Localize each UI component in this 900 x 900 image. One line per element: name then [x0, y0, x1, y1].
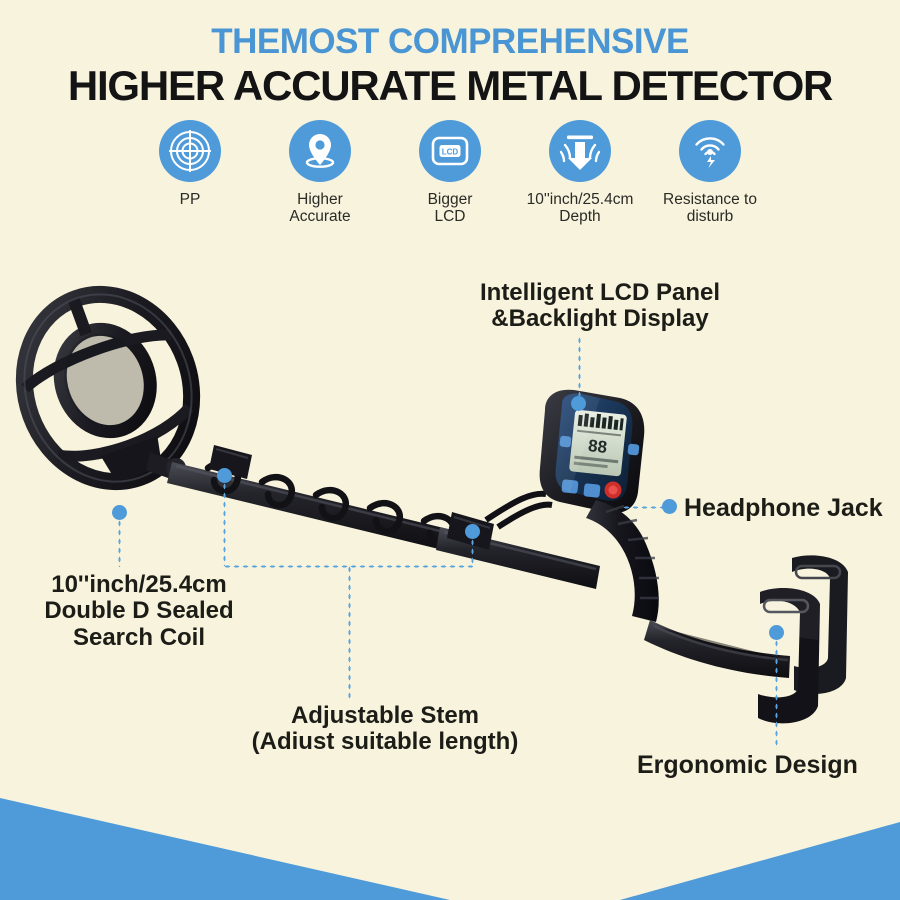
coil-cable [204, 459, 457, 548]
feature-label: Bigger LCD [427, 191, 473, 226]
feature-icon-badge: LCD [419, 120, 481, 182]
callout-search-coil: 10''inch/25.4cm Double D Sealed Search C… [44, 571, 234, 651]
search-coil [15, 285, 201, 491]
lower-stem [167, 462, 452, 551]
leader-line-stem-left [223, 482, 226, 566]
location-pin-icon [305, 134, 335, 168]
handle-grip [586, 500, 659, 622]
depth-arrow-icon [559, 135, 601, 170]
feature-icon-row: PP Higher Accurate LCD Bigger LCD [0, 120, 900, 226]
callout-headphone-jack: Headphone Jack [684, 494, 883, 522]
feature-label: Resistance to disturb [663, 191, 757, 226]
leader-dot-jack [662, 499, 677, 514]
callout-adjustable-stem: Adjustable Stem (Adiust suitable length) [251, 702, 519, 756]
feature-icon-badge [159, 120, 221, 182]
headline-subtitle: THEMOST COMPREHENSIVE [211, 22, 689, 61]
control-box: 88 [539, 389, 645, 514]
feature-icon-badge [679, 120, 741, 182]
feature-label: PP [179, 191, 201, 208]
lcd-screen-icon: LCD [431, 136, 469, 166]
leader-line-coil [118, 519, 121, 567]
leader-line-lcd [578, 336, 581, 396]
page-title: HIGHER ACCURATE METAL DETECTOR [67, 62, 834, 109]
feature-item-bigger-lcd: LCD Bigger LCD [385, 120, 515, 226]
arm-rod [644, 620, 790, 678]
callout-lcd-panel: Intelligent LCD Panel &Backlight Display [479, 279, 721, 333]
feature-label: 10''inch/25.4cm Depth [526, 191, 634, 226]
control-buttons[interactable] [559, 435, 640, 499]
leader-dot-ergo [769, 625, 784, 640]
feature-icon-badge [289, 120, 351, 182]
leader-dot-stem-right [465, 524, 480, 539]
feature-item-resistance: Resistance to disturb [645, 120, 775, 226]
feature-icon-badge [549, 120, 611, 182]
leader-line-ergo [775, 639, 778, 749]
feature-item-pp: PP [125, 120, 255, 208]
leader-dot-lcd [571, 396, 586, 411]
feature-item-depth: 10''inch/25.4cm Depth [515, 120, 645, 226]
control-box-cable [484, 490, 553, 530]
svg-text:88: 88 [587, 436, 608, 457]
leader-dot-stem-left [217, 468, 232, 483]
signal-interference-icon [695, 137, 725, 168]
lcd-display: 88 [569, 409, 627, 477]
upper-stem [436, 527, 600, 589]
target-crosshair-icon [169, 130, 211, 172]
coil-mount-yoke [146, 452, 196, 486]
callout-ergonomic-design: Ergonomic Design [637, 751, 858, 779]
armrest-cuff [758, 555, 848, 724]
leader-dot-coil [112, 505, 127, 520]
leader-line-stem-down [348, 565, 351, 699]
svg-text:LCD: LCD [442, 147, 459, 156]
leader-line-stem-right [471, 538, 474, 566]
leader-line-jack [622, 506, 664, 509]
feature-item-higher-accurate: Higher Accurate [255, 120, 385, 226]
feature-label: Higher Accurate [289, 191, 351, 226]
